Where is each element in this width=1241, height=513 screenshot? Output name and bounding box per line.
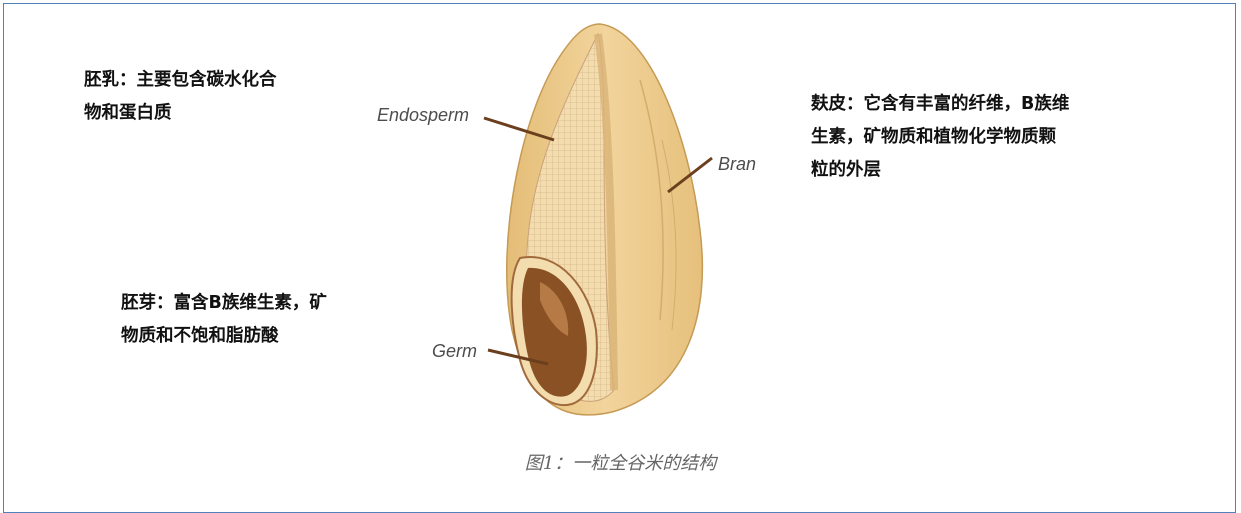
figure-caption: 图1：一粒全谷米的结构 (0, 449, 1241, 475)
germ-label: Germ (432, 341, 477, 361)
bran-label: Bran (718, 154, 756, 174)
endosperm-label: Endosperm (377, 105, 469, 125)
